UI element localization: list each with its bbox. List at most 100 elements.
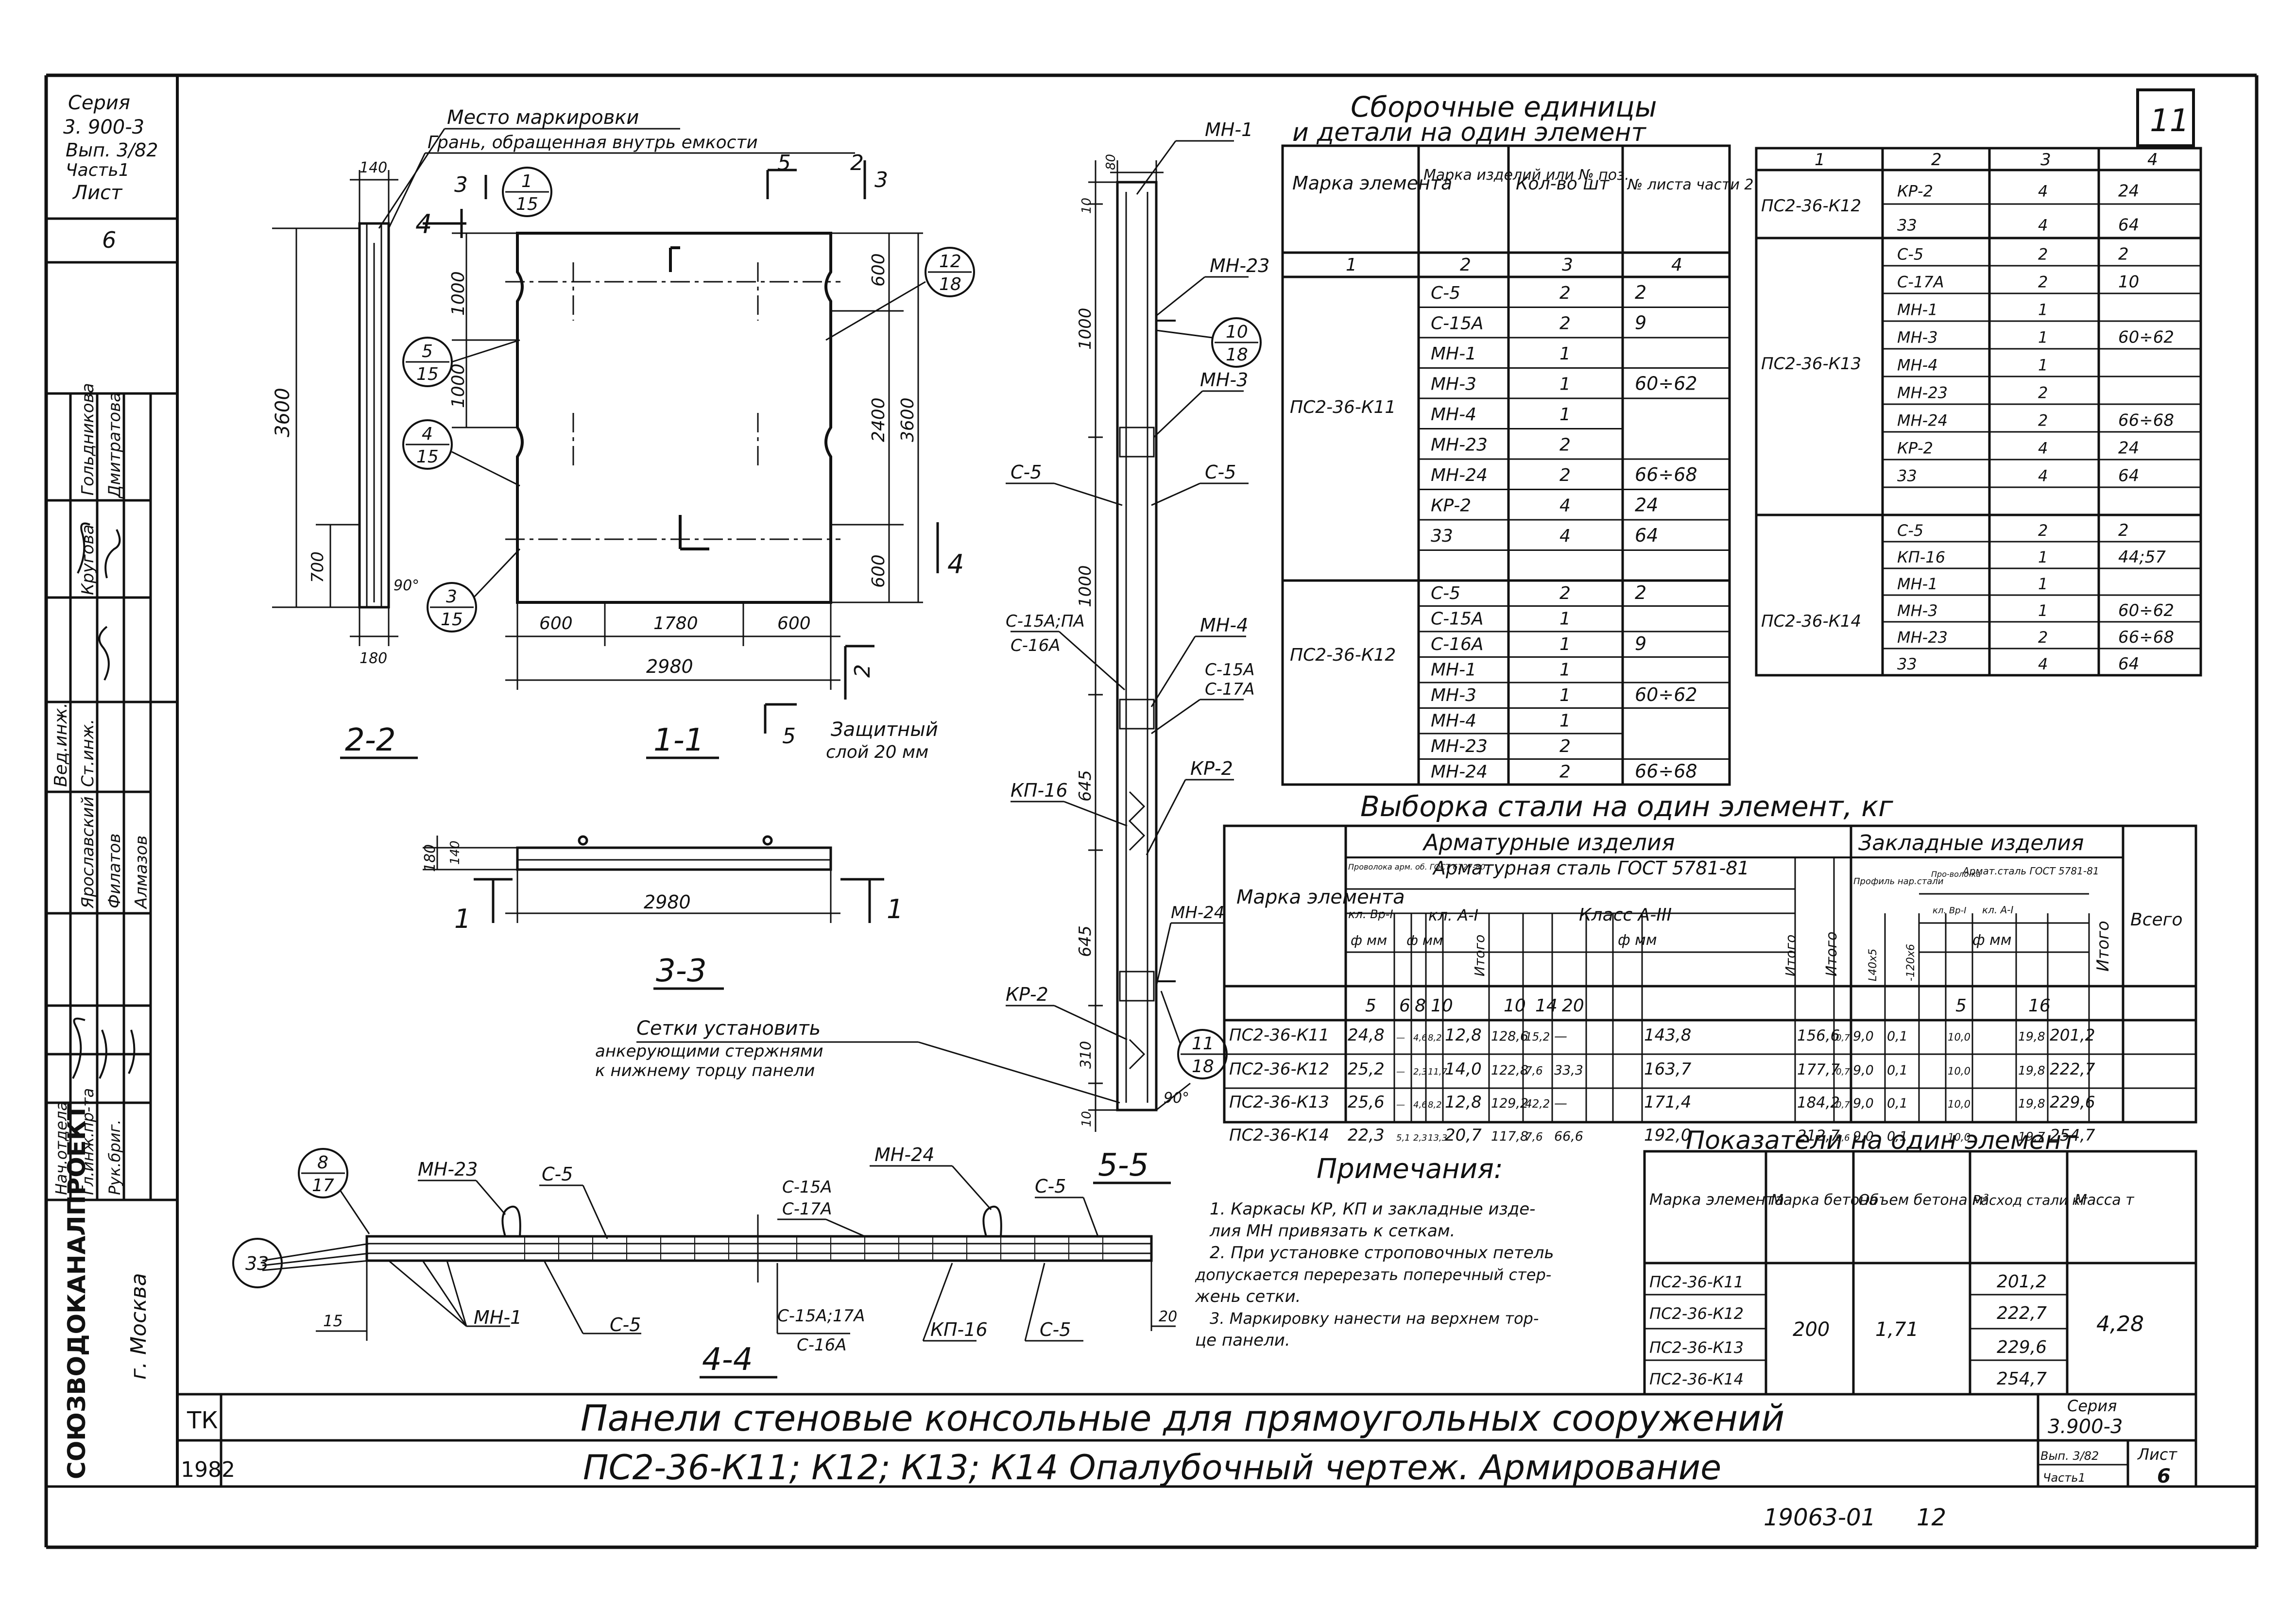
asmr-qty: 1 [2038, 548, 2048, 566]
steel-cell: 10,0 [1948, 1065, 1970, 1077]
steel-cell: 9,0 [1853, 1129, 1874, 1144]
steel-cell: 12,8 [1445, 1026, 1482, 1045]
dim-2400: 2400 [869, 397, 889, 442]
callout-4-15: 4 15 [402, 419, 520, 487]
steel-h-phi2: ф мм [1406, 932, 1443, 948]
steel-cell: 156,6 [1797, 1027, 1840, 1044]
steel-cell: 212,7 [1797, 1127, 1840, 1145]
asm-qty: 2 [1559, 435, 1571, 455]
asm-item: С-15А [1431, 609, 1484, 629]
steel-cell: 171,4 [1644, 1093, 1691, 1112]
steel-h-vsego: Всего [2130, 910, 2183, 930]
asmr-item: 33 [1897, 216, 1917, 235]
signatures [72, 522, 136, 1079]
steel-cell: 10,0 [1948, 1098, 1970, 1110]
dim-600d: 600 [777, 614, 811, 633]
steel-cell: 8,2 [1428, 1033, 1442, 1043]
asmr-qty: 1 [2038, 300, 2048, 319]
asmr-item: МН-24 [1897, 411, 1948, 429]
asmr-g1-mark: ПС2-36-К12 [1761, 196, 1861, 216]
steel-h-provolok: Про-воло-ка [1931, 870, 1981, 879]
steel-cell: 0,6 [1836, 1133, 1850, 1143]
asm-g2-mark: ПС2-36-К12 [1290, 645, 1396, 665]
asm-n1: 1 [1346, 255, 1357, 275]
asmr-n4: 4 [2147, 150, 2158, 170]
s55-c5b: С-5 [1205, 462, 1236, 483]
asmr-qty: 2 [2038, 245, 2048, 263]
role-2: Ст.инж. [78, 719, 98, 787]
steel-col-num: 20 [1562, 996, 1584, 1016]
steel-h-armst2: Армат.сталь ГОСТ 5781-81 [1962, 865, 2099, 877]
footer-num: 12 [1917, 1504, 1946, 1531]
steel-cell: 25,2 [1348, 1060, 1385, 1079]
org-name: СОЮЗВОДОКАНАЛПРОЕКТ [63, 1104, 91, 1479]
assembly-title-1: Сборочные единицы [1351, 90, 1657, 123]
note-line-4: допускается перерезать поперечный стер- [1195, 1265, 1551, 1284]
section-mark-5a: 5 [777, 151, 791, 175]
steel-col-num: 10 [1431, 996, 1453, 1016]
steel-col-num: 6 [1399, 996, 1410, 1016]
steel-h-itogo4: Итого [2093, 921, 2113, 972]
asmr-qty: 2 [2038, 273, 2048, 291]
steel-h-klA3: Класс А-III [1579, 905, 1672, 925]
ind-steel-4: 254,7 [1997, 1369, 2047, 1389]
s44-c5a: С-5 [542, 1163, 573, 1185]
section-mark-2a: 2 [850, 151, 864, 175]
steel-col-num: 5 [1955, 996, 1967, 1016]
asm-qty: 1 [1559, 711, 1571, 731]
steel-h-phi4: ф мм [1972, 932, 2011, 949]
steel-col-num: 8 [1415, 996, 1426, 1016]
asmr-sheet: 64 [2118, 216, 2139, 235]
steel-cell: 184,2 [1797, 1094, 1840, 1111]
steel-cell: 9,0 [1853, 1029, 1874, 1044]
steel-cell: 163,7 [1644, 1060, 1692, 1079]
asm-h1: Марка элемента [1292, 172, 1452, 194]
asm-sheet: 60÷62 [1635, 373, 1697, 394]
assembly-table: Сборочные единицы и детали на один элеме… [1281, 90, 1754, 786]
svg-text:15: 15 [441, 610, 463, 630]
role-4: Гл.инж.пр-та [79, 1088, 97, 1195]
asmr-item: МН-3 [1897, 601, 1938, 620]
asmr-qty: 1 [2038, 601, 2048, 620]
callout-5-15: 5 15 [402, 337, 520, 387]
dim-645b: 645 [1076, 925, 1095, 957]
asmr-qty: 4 [2038, 466, 2048, 485]
tb-subtitle: ПС2-36-К11; К12; К13; К14 Опалубочный че… [583, 1448, 1721, 1487]
steel-cell: 15,2 [1525, 1031, 1550, 1043]
steel-cell: 128,6 [1491, 1029, 1528, 1044]
dim-90: 90° [394, 577, 419, 594]
view-4-4: 33 МН-23 С-5 МН-24 С-5 С-15А С-17А МН-1 … [232, 1144, 1177, 1379]
steel-cell: 4,6 [1413, 1100, 1427, 1110]
asm-item: МН-24 [1431, 465, 1488, 485]
dim-3600: 3600 [272, 388, 294, 437]
steel-h-phi3: ф мм [1618, 932, 1657, 949]
s44-mn23: МН-23 [418, 1159, 478, 1180]
ind-h4: Расход стали кг [1972, 1192, 2088, 1208]
asm-item: МН-24 [1431, 762, 1488, 782]
asm-qty: 2 [1559, 465, 1571, 485]
steel-cell: 0,1 [1887, 1029, 1908, 1044]
ind-volume: 1,71 [1875, 1318, 1919, 1341]
dim-180: 180 [360, 650, 387, 667]
stamp-list-label: Лист [72, 182, 123, 204]
asmr-qty: 1 [2038, 328, 2048, 346]
note-line-2: лия МН привязать к сеткам. [1209, 1221, 1455, 1241]
steel-cell: 192,0 [1644, 1126, 1691, 1145]
role-1: Вед.инж. [51, 702, 71, 787]
steel-col-num: 14 [1535, 996, 1558, 1016]
dim-645a: 645 [1076, 770, 1095, 802]
dim-180b: 180 [422, 844, 439, 872]
steel-row-mark: ПС2-36-К12 [1229, 1060, 1329, 1079]
s44-mn24: МН-24 [874, 1144, 934, 1165]
s55-mn3: МН-3 [1200, 369, 1248, 391]
s55-kr2a: КР-2 [1190, 758, 1233, 779]
steel-cell: 19,8 [2018, 1029, 2045, 1043]
view-5-5: 10 80 1000 1000 645 645 310 10 90° [595, 119, 1269, 1184]
callout-8-17: 8 17 [298, 1148, 370, 1234]
svg-text:17: 17 [312, 1176, 334, 1196]
person-4: Ярославский [78, 796, 98, 909]
asm-qty: 1 [1559, 375, 1571, 394]
title-section-4-4: 4-4 [702, 1342, 753, 1378]
asm-sheet: 9 [1635, 312, 1646, 334]
